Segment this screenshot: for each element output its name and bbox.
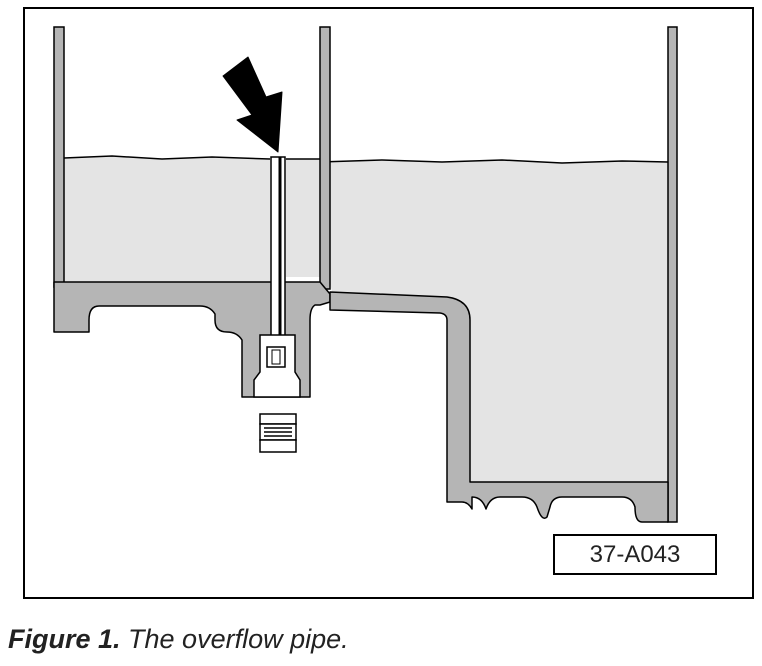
- reference-code-box: 37-A043: [553, 534, 717, 575]
- drain-plug: [259, 413, 297, 453]
- figure-caption: Figure 1. The overflow pipe.: [8, 624, 349, 655]
- figure-frame: [23, 7, 754, 599]
- fluid-level-line: [63, 155, 669, 164]
- caption-text: The overflow pipe.: [120, 624, 349, 654]
- fluid-left-chamber: [64, 156, 270, 282]
- fluid-right-chamber: [330, 160, 668, 482]
- housing-step-channel: [329, 291, 669, 523]
- arrow-pointing-down-right-icon: [222, 56, 283, 153]
- housing-left-wall: [53, 26, 65, 288]
- overflow-pipe-diagram: [53, 26, 678, 523]
- housing-right-wall: [667, 26, 678, 523]
- fluid-middle-chamber: [286, 159, 320, 277]
- caption-label: Figure 1.: [8, 624, 121, 654]
- reference-code: 37-A043: [589, 540, 681, 568]
- housing-middle-wall: [319, 26, 331, 290]
- pipe-fitting-collar-inner: [271, 349, 281, 365]
